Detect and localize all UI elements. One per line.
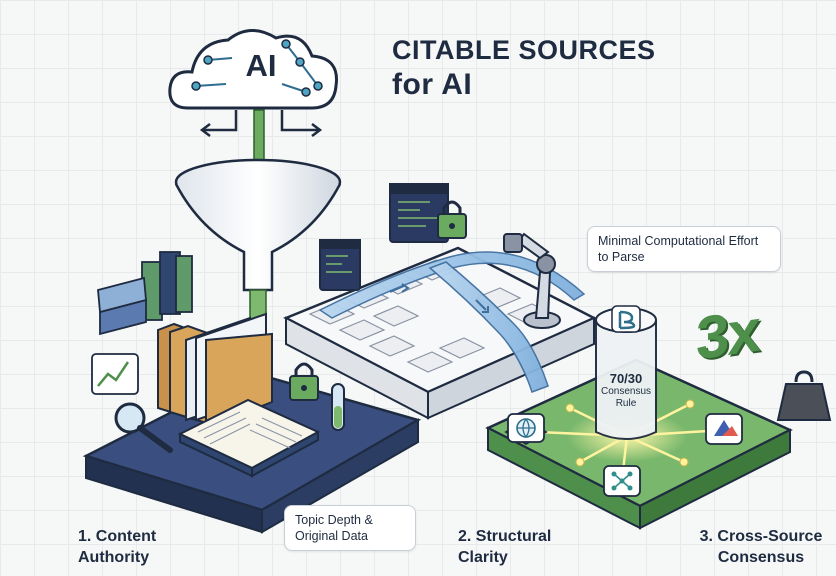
- caption-cross-source: 3. Cross-Source Consensus: [699, 528, 823, 566]
- code-window-icon: [319, 183, 449, 291]
- magnifier-icon: [114, 402, 173, 453]
- ai-label: AI: [245, 48, 277, 83]
- book-icon: [177, 398, 321, 478]
- minimal-parse-callout: Minimal Computational Effort to Parse: [587, 226, 781, 272]
- lock-icon: [289, 362, 319, 401]
- consensus-ratio: 70/30: [609, 371, 643, 386]
- lock-icon: [437, 200, 467, 239]
- caption-structural-clarity: 2. Structural Clarity: [458, 528, 552, 566]
- funnel-icon: [174, 158, 342, 331]
- book-stack-icon: [97, 251, 193, 336]
- page-title: CITABLE SOURCES for AI: [392, 34, 656, 104]
- title-line-1: CITABLE SOURCES: [392, 35, 656, 65]
- globe-icon: [504, 413, 548, 446]
- robot-arm-icon: [503, 232, 561, 329]
- weight-icon: [776, 370, 832, 421]
- consensus-rule-line2: Consensus: [600, 386, 652, 397]
- test-tube-icon: [331, 383, 345, 431]
- chart-icon: [91, 353, 139, 395]
- cloud-icon: [168, 29, 338, 110]
- title-line-2: for AI: [392, 68, 473, 101]
- cylinder-icon: [595, 305, 657, 440]
- consensus-rule-line3: Rule: [615, 398, 637, 409]
- multiplier-label: 3x: [696, 296, 759, 373]
- folder-icon: [157, 312, 273, 430]
- network-icon: [603, 465, 641, 497]
- app-tile-icon: [705, 413, 743, 445]
- topic-depth-callout: Topic Depth & Original Data: [284, 505, 416, 551]
- data-flow-arrows: [199, 110, 323, 137]
- consensus-rule-label: 70/30 Consensus Rule: [596, 371, 656, 410]
- data-stream: [318, 251, 586, 393]
- caption-content-authority: 1. Content Authority: [78, 528, 157, 566]
